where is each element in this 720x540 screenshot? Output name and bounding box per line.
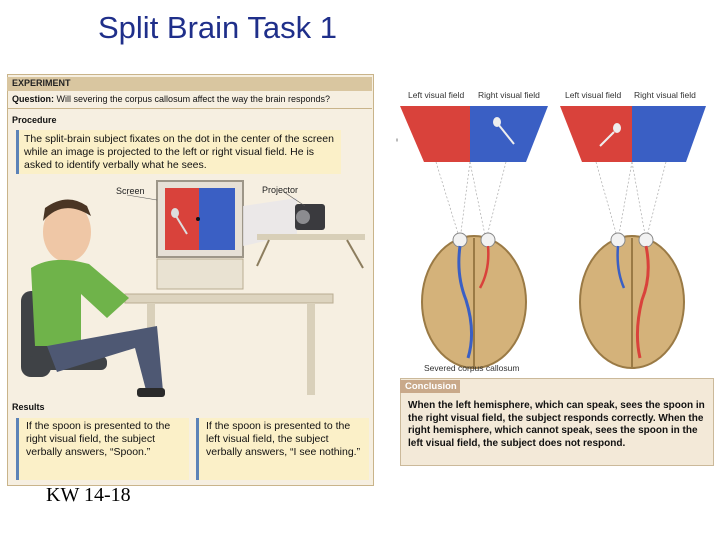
procedure-text: The split-brain subject fixates on the d…	[24, 133, 334, 171]
projector-lens	[296, 210, 310, 224]
question-label: Question:	[12, 94, 54, 104]
spoon-icon-1	[497, 123, 515, 145]
left-field-red-1	[400, 106, 470, 162]
result-text-left: If the spoon is presented to the right v…	[26, 420, 171, 458]
screen-right-blue	[199, 188, 235, 250]
question-text: Will severing the corpus callosum affect…	[56, 94, 330, 104]
spoon-icon-2	[599, 131, 615, 147]
projector-table	[257, 234, 365, 240]
divider	[7, 108, 372, 109]
left-eye-1	[452, 232, 468, 248]
right-field-blue-1	[470, 106, 548, 162]
spoon-bowl	[171, 208, 179, 218]
desk-leg	[307, 303, 315, 395]
procedure-box	[16, 130, 341, 174]
projector-table-leg	[256, 239, 270, 267]
footer: KW 14-18	[46, 484, 131, 506]
conclusion-text: When the left hemisphere, which can spea…	[408, 400, 705, 449]
right-eye-2	[638, 232, 654, 248]
result-text-right: If the spoon is presented to the left vi…	[206, 420, 361, 458]
right-eye-1	[480, 232, 496, 248]
projector-label: Projector	[262, 185, 299, 195]
subject-hair	[43, 199, 91, 221]
procedure-label: Procedure	[12, 115, 57, 125]
screen-label: Screen	[116, 186, 145, 196]
conclusion-header-bar	[400, 380, 460, 393]
question: Question: Will severing the corpus callo…	[12, 94, 330, 104]
screen-stand	[156, 258, 244, 290]
brain-diagram	[396, 106, 706, 369]
right-visual-field-label-1: Right visual field	[478, 90, 540, 100]
left-eye-2	[610, 232, 626, 248]
left-field-red-2	[560, 106, 632, 162]
result-box-right	[196, 418, 369, 480]
desk-top	[124, 293, 334, 304]
experiment-illustration	[21, 180, 365, 397]
projector-table-leg	[346, 239, 364, 269]
subject-head	[43, 202, 91, 262]
conclusion-label: Conclusion	[405, 381, 457, 392]
experiment-header-bar	[7, 77, 372, 91]
subject-shoe	[137, 388, 165, 397]
left-visual-field-label-2: Left visual field	[565, 90, 622, 100]
slide-title: Split Brain Task 1	[98, 10, 337, 45]
subject-shirt	[31, 259, 129, 346]
spoon-image	[175, 215, 188, 235]
severed-label: Severed corpus callosum	[424, 363, 520, 373]
experiment-header: EXPERIMENT	[12, 78, 71, 88]
right-field-blue-2	[632, 106, 706, 162]
subject-pants	[47, 326, 163, 394]
right-visual-field-label-2: Right visual field	[634, 90, 696, 100]
results-label: Results	[12, 402, 45, 412]
result-box-left	[16, 418, 189, 480]
left-visual-field-label-1: Left visual field	[408, 90, 465, 100]
screen-left-red	[165, 188, 199, 250]
fixation-dot	[196, 217, 200, 221]
